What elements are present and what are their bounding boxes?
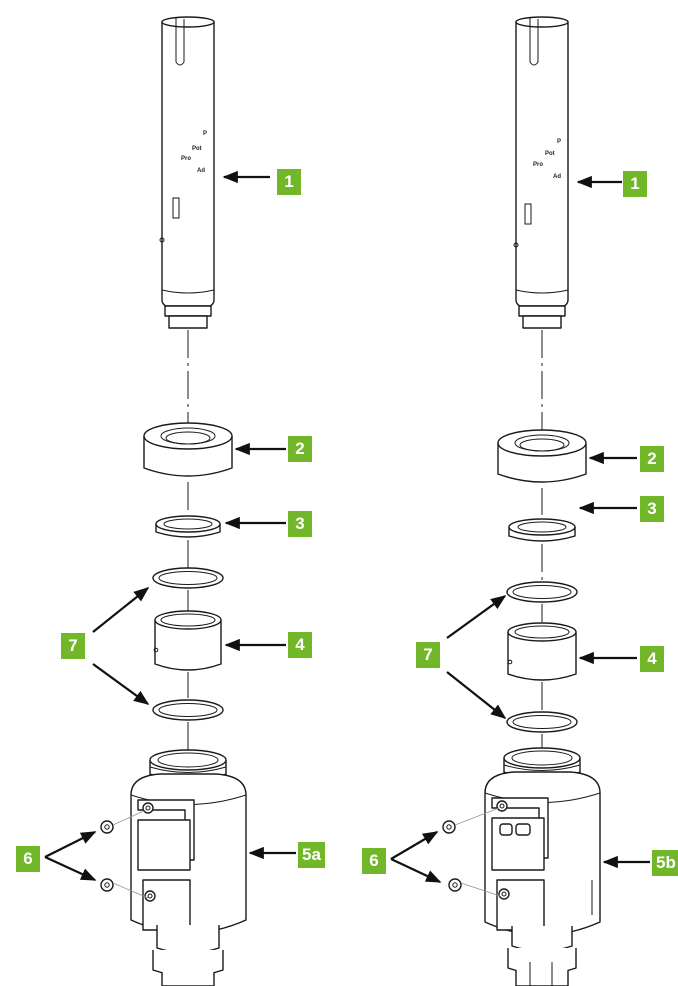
left-label-3: 3 (288, 511, 312, 537)
left-screws (100, 809, 149, 899)
svg-text:Pot: Pot (192, 146, 202, 152)
svg-text:Pot: Pot (545, 151, 555, 157)
right-label-7: 7 (416, 642, 440, 668)
left-o-ring-upper (152, 567, 224, 589)
svg-text:Pro: Pro (533, 162, 543, 168)
left-label-2: 2 (288, 436, 312, 462)
left-leader-lines (44, 170, 296, 881)
left-spacer-sleeve (153, 610, 222, 671)
right-label-1: 1 (623, 171, 647, 197)
left-thrust-ring (155, 515, 221, 538)
right-label-3: 3 (640, 496, 664, 522)
svg-text:Pro: Pro (181, 156, 191, 162)
right-label-5b: 5b (652, 850, 678, 876)
right-label-2: 2 (640, 446, 664, 472)
right-nut (497, 429, 587, 483)
left-label-5a: 5a (298, 842, 325, 868)
left-label-4: 4 (288, 632, 312, 658)
svg-text:P: P (203, 131, 207, 137)
right-sensor-tube: P Pot Pro Ad (513, 16, 569, 329)
right-o-ring-upper (506, 581, 578, 603)
right-label-4: 4 (640, 646, 664, 672)
right-spacer-sleeve (507, 622, 577, 681)
left-label-7: 7 (61, 633, 85, 659)
right-thrust-ring (508, 518, 576, 542)
left-label-1: 1 (277, 169, 301, 195)
right-label-6: 6 (362, 848, 386, 874)
left-nut (143, 422, 233, 477)
left-sensor-tube: P Pot Pro Ad (159, 16, 215, 329)
svg-text:Ad: Ad (197, 168, 205, 174)
right-screws (442, 807, 501, 897)
left-label-6: 6 (16, 846, 40, 872)
left-o-ring-lower (152, 699, 224, 721)
left-assembly: P Pot Pro Ad (44, 16, 296, 986)
right-housing (484, 747, 601, 986)
right-leader-lines (390, 175, 650, 883)
left-housing (130, 749, 247, 986)
svg-text:Ad: Ad (553, 174, 561, 180)
svg-text:P: P (557, 139, 561, 145)
right-assembly: P Pot Pro Ad (390, 16, 650, 986)
right-o-ring-lower (506, 711, 578, 733)
